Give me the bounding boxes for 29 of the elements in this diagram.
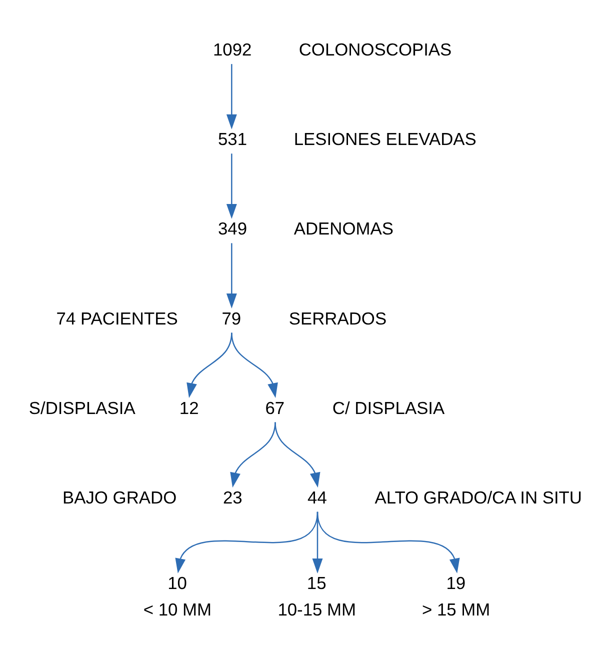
node-label: C/ DISPLASIA (332, 397, 445, 418)
node-text: 10 (168, 572, 187, 593)
node-label: < 10 MM (143, 598, 212, 619)
arrow (226, 64, 237, 129)
node-label: S/DISPLASIA (28, 397, 136, 418)
node-text: 349 (218, 218, 248, 238)
node-text: 67 (265, 397, 285, 418)
node-text: 12 (179, 397, 199, 418)
arrow (226, 242, 237, 308)
node-text: 15 (306, 572, 326, 593)
arrow (231, 332, 278, 398)
node-label: SERRADOS (288, 308, 387, 328)
node-label: COLONOSCOPIAS (298, 39, 452, 60)
node-text: 23 (222, 486, 242, 507)
arrow (316, 511, 460, 573)
node-label: > 15 MM (422, 598, 490, 619)
arrow (226, 153, 237, 218)
node-label: 10-15 MM (278, 598, 356, 619)
node-label: ADENOMAS (294, 218, 394, 238)
node-label: ALTO GRADO/CA IN SITU (374, 486, 582, 507)
node-text: 531 (218, 128, 248, 149)
node-text: 79 (222, 308, 242, 328)
node-label: BAJO GRADO (62, 486, 177, 507)
node-label: LESIONES ELEVADAS (294, 128, 476, 149)
node-label: 74 PACIENTES (56, 308, 178, 328)
node-text: 44 (308, 486, 327, 507)
arrow (274, 422, 320, 488)
node-text: 19 (446, 572, 466, 593)
node-text: 1092 (213, 39, 252, 60)
